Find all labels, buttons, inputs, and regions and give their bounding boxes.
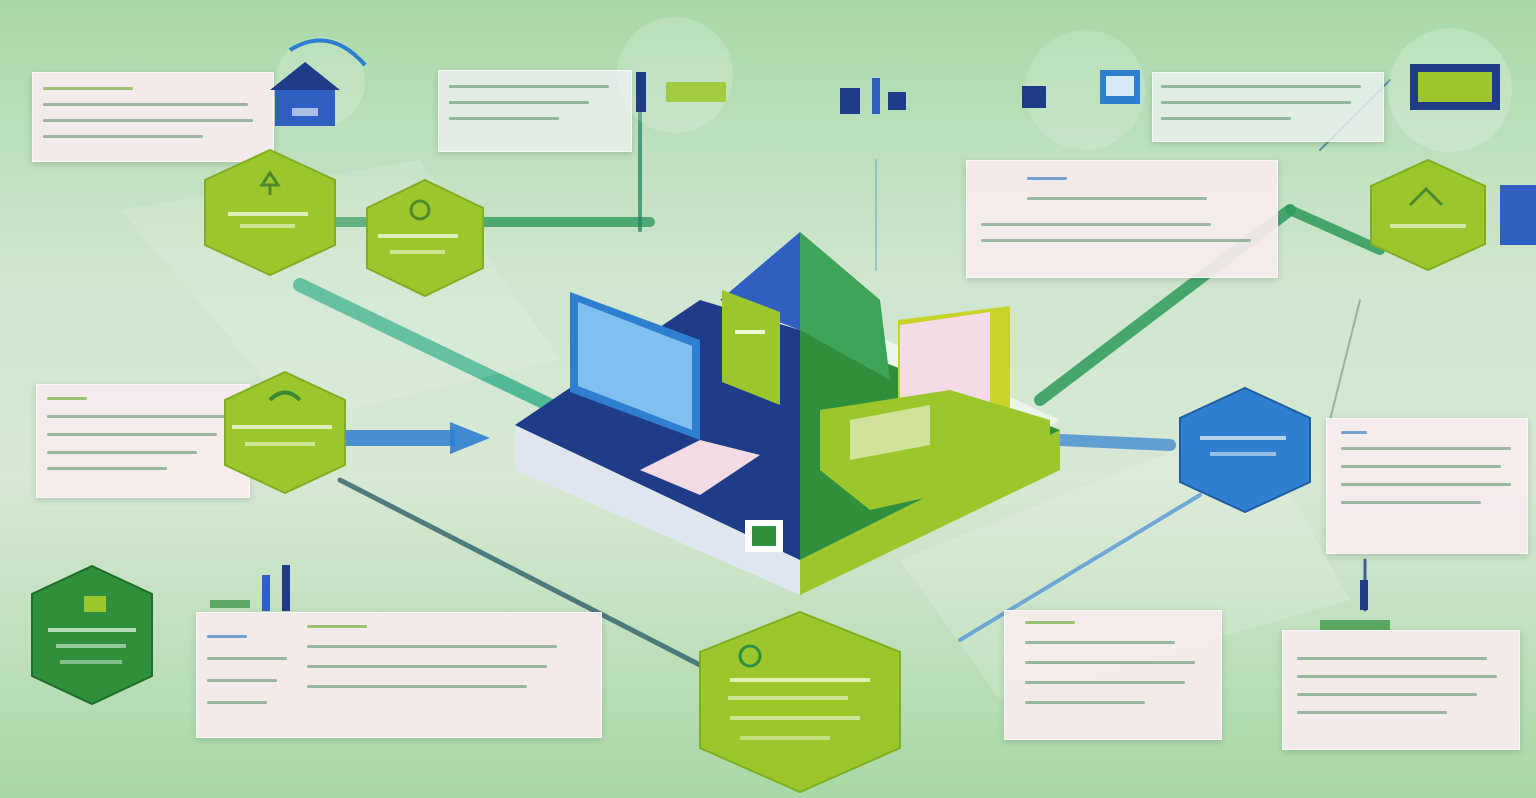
text-line xyxy=(207,679,277,682)
text-line xyxy=(207,657,287,660)
text-line xyxy=(43,87,133,90)
cycle-icon xyxy=(738,644,762,668)
growth-icon xyxy=(1408,186,1444,207)
info-card-mid-right xyxy=(966,160,1278,278)
text-line xyxy=(1341,501,1481,504)
text-line xyxy=(307,685,527,688)
hex-node-top-left-2 xyxy=(366,178,484,298)
text-line xyxy=(47,467,167,470)
text-line xyxy=(449,101,589,104)
text-line xyxy=(449,117,559,120)
network-icon xyxy=(840,78,906,114)
text-line xyxy=(47,451,197,454)
person-icon xyxy=(1320,580,1390,630)
text-line xyxy=(207,701,267,704)
text-line xyxy=(43,135,203,138)
connector xyxy=(293,278,567,417)
text-line xyxy=(47,433,217,436)
connector xyxy=(1329,299,1361,421)
hex-node-bottom-left xyxy=(31,564,153,706)
arrow-right-icon xyxy=(345,422,490,454)
text-line xyxy=(307,665,547,668)
central-platform xyxy=(515,232,1060,595)
text-line xyxy=(1025,661,1195,664)
info-card-top-right xyxy=(1152,72,1384,142)
hex-node-bottom-center xyxy=(699,610,901,794)
hex-node-left xyxy=(224,370,346,495)
connector xyxy=(1054,434,1176,451)
gear-icon xyxy=(409,199,431,221)
text-line xyxy=(207,635,247,638)
info-card-top-center xyxy=(438,70,632,152)
computer-icon xyxy=(1022,30,1145,150)
text-line xyxy=(1341,483,1511,486)
text-line xyxy=(1341,431,1367,434)
text-line xyxy=(1161,85,1361,88)
connector xyxy=(337,477,703,668)
document-icon xyxy=(722,290,780,405)
text-line xyxy=(1161,101,1351,104)
info-card-bottom-left xyxy=(196,612,602,738)
plant-icon xyxy=(259,170,281,195)
text-line xyxy=(1027,197,1207,200)
text-line xyxy=(1297,693,1477,696)
text-line xyxy=(1341,447,1511,450)
text-line xyxy=(449,85,609,88)
info-card-right xyxy=(1326,418,1528,554)
text-line xyxy=(1025,621,1075,624)
hex-node-top-right xyxy=(1370,158,1486,272)
person-icon xyxy=(210,565,290,611)
text-line xyxy=(1025,681,1185,684)
text-line xyxy=(1025,641,1175,644)
text-line xyxy=(1297,711,1447,714)
server-icon xyxy=(617,17,733,133)
monitor-icon xyxy=(1388,28,1536,245)
badge-icon xyxy=(84,596,106,612)
text-line xyxy=(307,625,367,628)
connector xyxy=(958,493,1202,642)
hex-node-right xyxy=(1179,386,1311,514)
recycle-icon xyxy=(268,390,302,402)
info-card-bottom-right xyxy=(1282,630,1520,750)
text-line xyxy=(43,103,248,106)
info-card-bottom-center-right xyxy=(1004,610,1222,740)
monitor-icon xyxy=(570,292,700,440)
text-line xyxy=(981,239,1251,242)
text-line xyxy=(307,645,557,648)
info-card-top-left xyxy=(32,72,274,162)
info-card-left xyxy=(36,384,250,498)
house-icon xyxy=(270,37,367,127)
text-line xyxy=(1297,675,1497,678)
text-line xyxy=(1297,657,1487,660)
text-line xyxy=(47,415,227,418)
text-line xyxy=(47,397,87,400)
text-line xyxy=(43,119,253,122)
text-line xyxy=(1341,465,1501,468)
text-line xyxy=(981,223,1211,226)
text-line xyxy=(1025,701,1145,704)
text-line xyxy=(1027,177,1067,180)
text-line xyxy=(1161,117,1291,120)
hex-node-top-left xyxy=(204,148,336,277)
connector xyxy=(1285,205,1385,255)
